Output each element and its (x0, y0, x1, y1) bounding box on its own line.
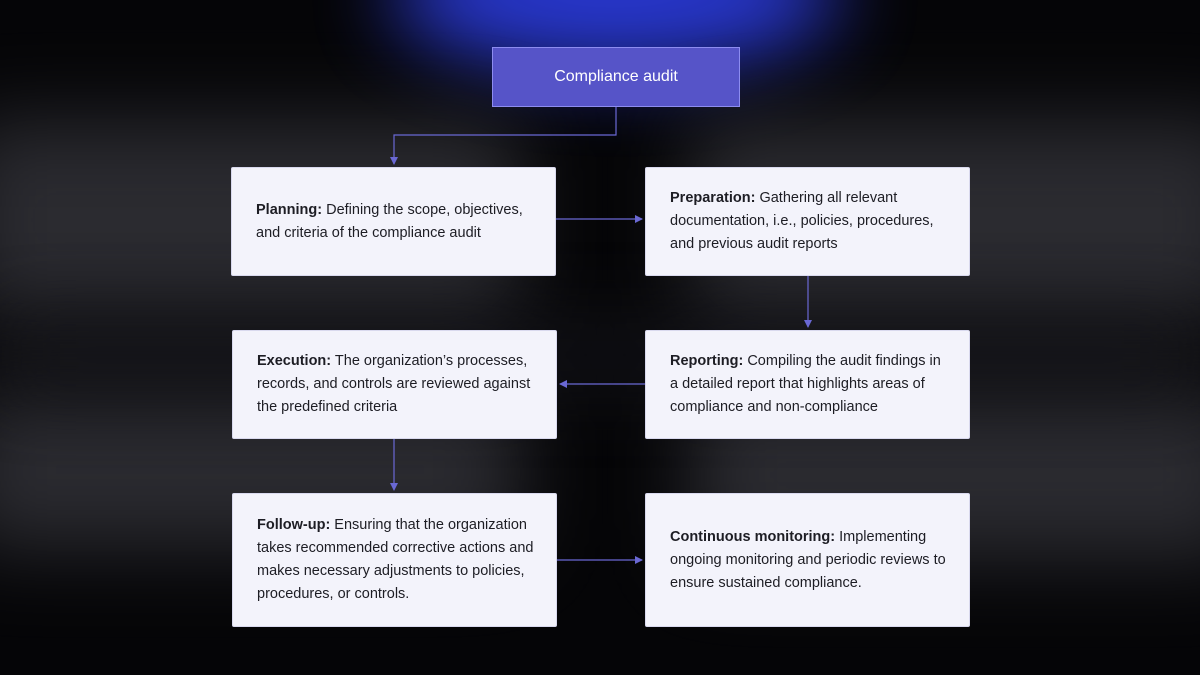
connector-root-to-planning (390, 107, 617, 165)
step-text: Reporting: Compiling the audit findings … (670, 350, 947, 419)
step-description: Defining the scope, objectives, and crit… (256, 201, 523, 241)
root-node-compliance-audit: Compliance audit (492, 47, 740, 107)
step-node-planning: Planning: Defining the scope, objectives… (231, 167, 556, 276)
step-term: Reporting: (670, 353, 744, 369)
step-description: Gathering all relevant documentation, i.… (670, 190, 934, 252)
step-text: Continuous monitoring: Implementing ongo… (670, 526, 947, 595)
background-blur-divider (0, 330, 1200, 380)
step-term: Follow-up: (257, 517, 331, 533)
step-term: Continuous monitoring: (670, 528, 836, 545)
step-text: Planning: Defining the scope, objectives… (256, 199, 533, 245)
root-node-label: Compliance audit (554, 68, 678, 85)
step-description: Ensuring that the organization takes rec… (257, 517, 534, 602)
step-description: Implementing ongoing monitoring and peri… (670, 528, 946, 591)
step-text: Follow-up: Ensuring that the organizatio… (257, 514, 534, 606)
step-term: Execution: (257, 353, 332, 369)
step-node-execution: Execution: The organization’s processes,… (232, 330, 557, 439)
step-node-followup: Follow-up: Ensuring that the organizatio… (232, 493, 557, 627)
step-node-preparation: Preparation: Gathering all relevant docu… (645, 167, 970, 276)
step-node-continuous-monitoring: Continuous monitoring: Implementing ongo… (645, 493, 970, 627)
step-description: The organization’s processes, records, a… (257, 353, 531, 415)
step-text: Preparation: Gathering all relevant docu… (670, 187, 947, 256)
step-description: Compiling the audit findings in a detail… (670, 353, 941, 415)
step-term: Preparation: (670, 190, 756, 206)
step-text: Execution: The organization’s processes,… (257, 350, 534, 419)
step-term: Planning: (256, 201, 323, 218)
step-node-reporting: Reporting: Compiling the audit findings … (645, 330, 970, 439)
